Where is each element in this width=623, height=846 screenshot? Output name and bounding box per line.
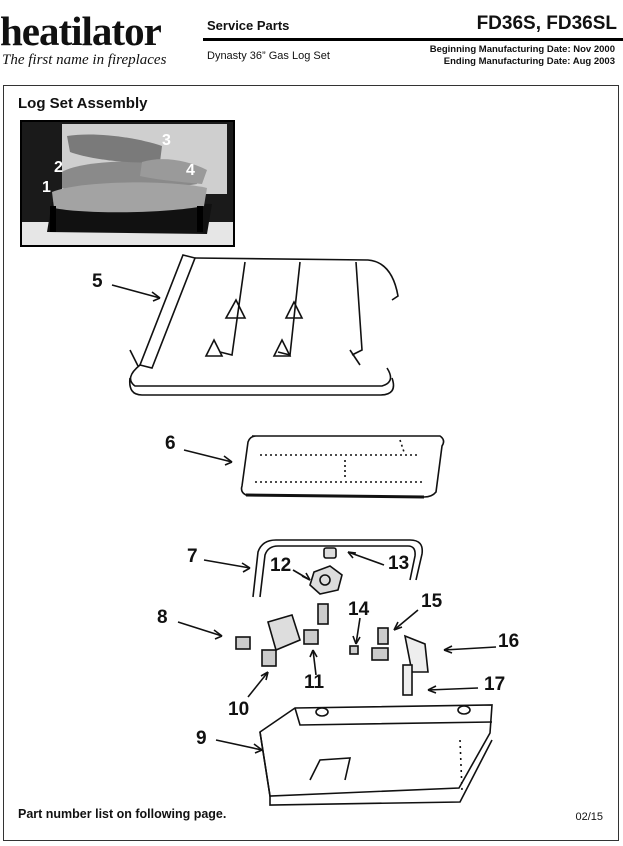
log-grate — [128, 254, 399, 396]
callout-16: 16 — [498, 631, 520, 652]
callout-10: 10 — [228, 699, 250, 720]
begin-date: Beginning Manufacturing Date: Nov 2000 — [429, 44, 615, 55]
callout-7: 7 — [187, 546, 198, 567]
callout-15: 15 — [421, 591, 443, 612]
logo-tagline: The first name in fireplaces — [2, 52, 167, 68]
log-set-photo: 1 2 3 4 — [20, 120, 235, 247]
callout-13: 13 — [388, 553, 410, 574]
photo-label-1: 1 — [42, 179, 51, 196]
burner-pan — [259, 704, 493, 806]
callout-8: 8 — [157, 607, 168, 628]
diagram-frame — [3, 85, 619, 841]
footer-note: Part number list on following page. — [18, 807, 227, 821]
heatilator-logo: heatilator — [0, 8, 162, 54]
ember-tray — [240, 435, 445, 499]
model-number: FD36S, FD36SL — [476, 13, 617, 34]
valve-fittings — [235, 547, 429, 696]
callout-5: 5 — [92, 271, 103, 292]
log-set-image — [22, 122, 233, 245]
photo-label-4: 4 — [186, 162, 195, 179]
document-code: 02/15 — [575, 811, 603, 823]
burner-tube — [252, 539, 424, 598]
product-name: Dynasty 36” Gas Log Set — [207, 50, 330, 62]
callout-12: 12 — [270, 555, 292, 576]
callout-11: 11 — [304, 672, 325, 693]
photo-label-2: 2 — [54, 159, 63, 176]
section-label: Service Parts — [207, 18, 290, 33]
callout-6: 6 — [165, 433, 176, 454]
callout-9: 9 — [196, 728, 207, 749]
section-title: Log Set Assembly — [18, 95, 148, 112]
callout-14: 14 — [348, 599, 370, 620]
leader-lines — [111, 284, 497, 754]
end-date: Ending Manufacturing Date: Aug 2003 — [443, 56, 615, 67]
header-rule — [203, 38, 623, 41]
callout-17: 17 — [484, 674, 506, 695]
photo-label-3: 3 — [162, 132, 171, 149]
